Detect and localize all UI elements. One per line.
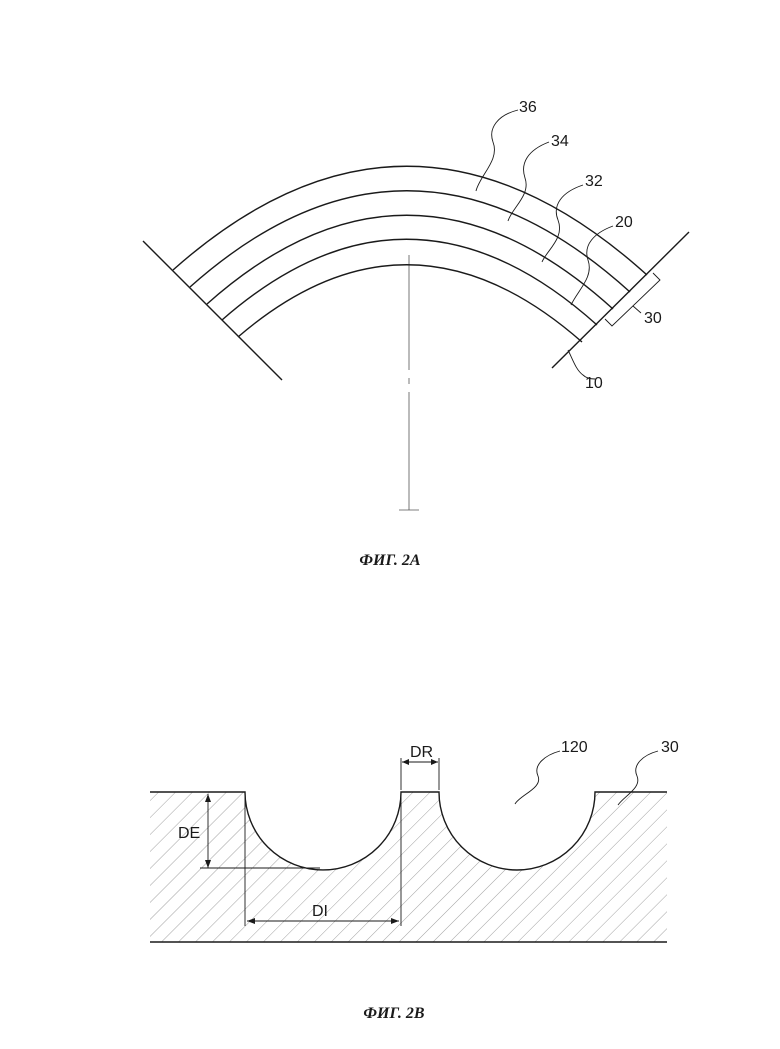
- label-20: 20: [615, 214, 633, 231]
- arc-32: [207, 215, 613, 309]
- label-36: 36: [519, 99, 537, 116]
- arc-34: [190, 191, 630, 292]
- label-de: DE: [178, 825, 200, 842]
- label-32: 32: [585, 173, 603, 190]
- center-axis: [399, 255, 419, 510]
- label-34: 34: [551, 133, 569, 150]
- figure-2b: DR DE DI 120 30 ФИГ. 2В: [150, 739, 679, 1022]
- leader-34: [508, 142, 549, 221]
- leader-30: [633, 306, 641, 313]
- arc-outer-36: [173, 166, 647, 275]
- hatched-section: [150, 792, 667, 942]
- label-10: 10: [585, 375, 603, 392]
- caption-fig-2b: ФИГ. 2В: [363, 1005, 425, 1022]
- leader-120: [515, 751, 560, 804]
- label-30b: 30: [661, 739, 679, 756]
- label-120: 120: [561, 739, 588, 756]
- leader-32: [542, 185, 583, 262]
- caption-fig-2a: ФИГ. 2А: [359, 552, 421, 569]
- leader-20: [571, 226, 613, 305]
- label-di: DI: [312, 903, 328, 920]
- label-30: 30: [644, 310, 662, 327]
- leader-36: [476, 110, 518, 191]
- label-dr: DR: [410, 744, 433, 761]
- figure-2a: 36 34 32 20 30 10 ФИГ. 2А: [143, 99, 689, 569]
- dimension-dr: [401, 758, 439, 790]
- layer-arcs: [173, 166, 647, 342]
